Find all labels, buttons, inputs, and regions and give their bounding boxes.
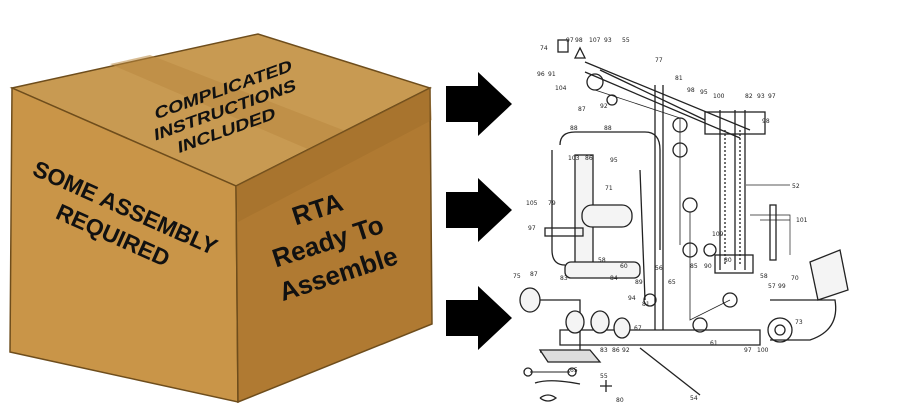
part-number-label: 94 <box>628 295 636 302</box>
part-number-label: 88 <box>604 125 612 132</box>
part-number-label: 77 <box>655 57 663 64</box>
part-number-label: 75 <box>513 273 521 280</box>
part-number-label: 95 <box>700 89 708 96</box>
part-number-label: 83 <box>560 275 568 282</box>
part-number-label: 90 <box>704 263 712 270</box>
part-number-label: 85 <box>690 263 698 270</box>
part-number-label: 109 <box>712 231 724 238</box>
part-number-label: 55 <box>600 373 608 380</box>
part-number-label: 103 <box>568 155 580 162</box>
part-number-label: 58 <box>760 273 768 280</box>
part-number-label: 92 <box>622 347 630 354</box>
part-number-label: 104 <box>555 85 567 92</box>
arrow-top-icon <box>446 72 512 136</box>
part-number-label: 88 <box>570 125 578 132</box>
part-number-label: 97 <box>744 347 752 354</box>
part-number-label: 73 <box>795 319 803 326</box>
arrow-middle-icon <box>446 178 512 242</box>
packing-tape <box>110 55 348 150</box>
part-number-label: 58 <box>598 257 606 264</box>
part-number-label: 99 <box>778 283 786 290</box>
part-number-label: 79 <box>548 200 556 207</box>
part-number-label: 54 <box>690 395 698 402</box>
part-number-label: 56 <box>655 265 663 272</box>
part-number-label: 98 <box>575 37 583 44</box>
part-number-label: 105 <box>526 200 538 207</box>
cardboard-box: COMPLICATED INSTRUCTIONS INCLUDED SOME A… <box>9 33 433 404</box>
part-number-label: 52 <box>792 183 800 190</box>
part-number-label: 98 <box>687 87 695 94</box>
part-number-label: 67 <box>634 325 642 332</box>
part-number-label: 65 <box>668 279 676 286</box>
box-right-face <box>235 86 433 404</box>
part-number-label: 80 <box>724 257 732 264</box>
part-number-label: 97 <box>566 37 574 44</box>
gym-assembly-diagram <box>519 39 849 402</box>
part-number-label: 100 <box>713 93 725 100</box>
part-number-label: 84 <box>610 275 618 282</box>
part-number-label: 81 <box>675 75 683 82</box>
part-number-label: 65 <box>570 367 578 374</box>
part-number-label: 82 <box>745 93 753 100</box>
part-number-label: 87 <box>578 106 586 113</box>
part-number-label: 107 <box>589 37 601 44</box>
part-number-label: 74 <box>540 45 548 52</box>
part-number-label: 80 <box>616 397 624 404</box>
part-number-label: 83 <box>600 347 608 354</box>
part-number-label: 98 <box>762 118 770 125</box>
part-number-label: 96 <box>537 71 545 78</box>
part-number-label: 81 <box>642 301 650 308</box>
part-number-label: 92 <box>600 103 608 110</box>
part-number-label: 95 <box>610 157 618 164</box>
part-number-label: 57 <box>768 283 776 290</box>
part-number-label: 91 <box>548 71 556 78</box>
part-number-label: 89 <box>635 279 643 286</box>
part-number-label: 86 <box>585 155 593 162</box>
part-number-label: 70 <box>791 275 799 282</box>
part-number-label: 93 <box>604 37 612 44</box>
part-number-label: 60 <box>620 263 628 270</box>
part-number-label: 86 <box>612 347 620 354</box>
part-number-label: 71 <box>605 185 613 192</box>
part-number-label: 101 <box>796 217 808 224</box>
part-number-label: 87 <box>530 271 538 278</box>
part-number-label: 55 <box>622 37 630 44</box>
part-number-label: 61 <box>710 340 718 347</box>
part-number-label: 97 <box>528 225 536 232</box>
part-number-label: 100 <box>757 347 769 354</box>
part-number-label: 93 <box>757 93 765 100</box>
arrow-bottom-icon <box>446 286 512 350</box>
part-number-label: 97 <box>768 93 776 100</box>
